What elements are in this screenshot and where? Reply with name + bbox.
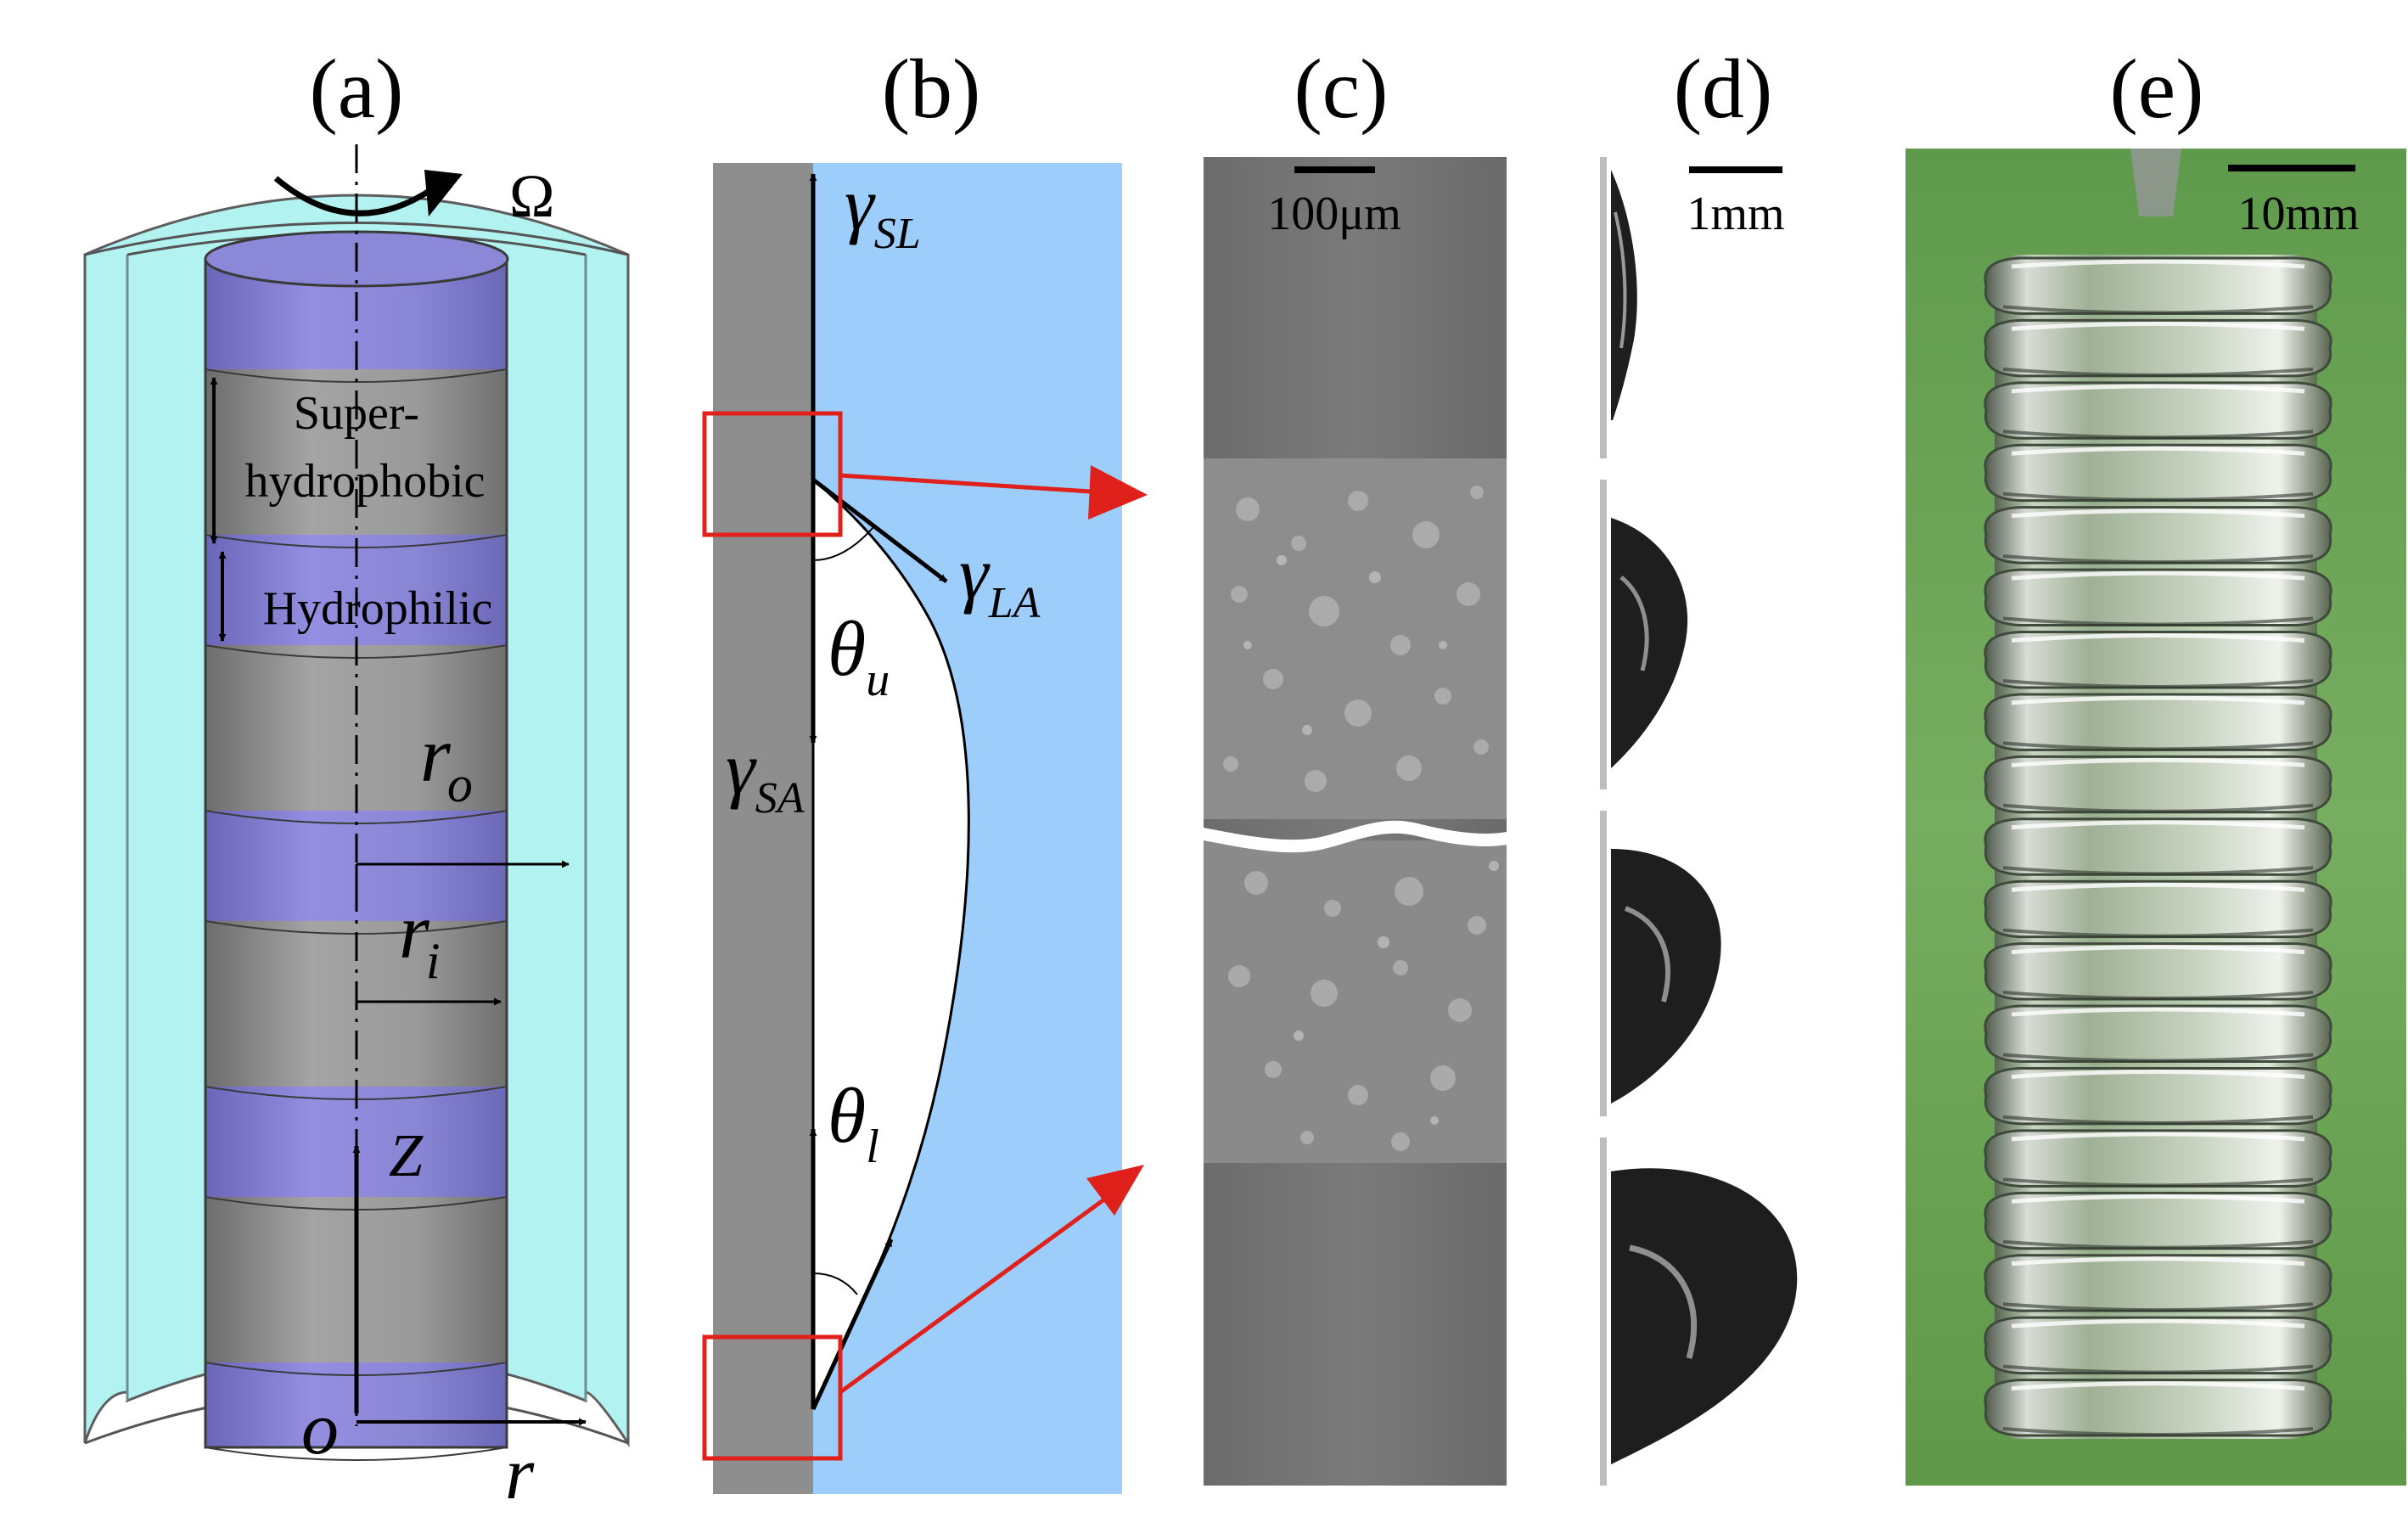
droplet-ridge (1984, 1191, 2332, 1250)
droplet-ridge (1984, 1004, 2332, 1063)
panel-d: 1mm (1600, 157, 1816, 1486)
rod-top (2130, 149, 2181, 216)
droplet-ridge (1984, 256, 2332, 315)
theta-l-symbol: θ (828, 1072, 866, 1159)
theta-l-arc (812, 1272, 858, 1295)
highlight-arrow-lower-head (1086, 1165, 1144, 1216)
theta-u-subscript: u (866, 654, 890, 706)
droplet-stack (1984, 255, 2332, 1439)
droplet-ridge (1984, 817, 2332, 876)
r-outer-label: ro (420, 711, 473, 812)
r-axis-label: r (505, 1433, 535, 1515)
droplet-ridge (1984, 879, 2332, 939)
r-outer-subscript: o (447, 756, 473, 812)
droplet-4 (1611, 1168, 1798, 1464)
droplet-ridge (1984, 1254, 2332, 1312)
droplet-frame-2 (1600, 480, 1816, 789)
panel-label-e: (e) (2110, 42, 2204, 136)
theta-u-arc (812, 525, 875, 561)
droplet-ridge (1984, 506, 2332, 565)
sem-image (1204, 157, 1507, 1486)
panel-b: γSL γSA γLA θu θl (702, 163, 1148, 1494)
droplet-ridge (1984, 568, 2332, 627)
panel-c: 100μm (1204, 157, 1507, 1486)
droplet-ridge (1984, 1066, 2332, 1126)
panel-e: 10mm (1906, 149, 2406, 1486)
panel-label-a: (a) (310, 42, 404, 136)
solid-wall (713, 163, 813, 1494)
scalebar-c-label: 100μm (1267, 188, 1401, 240)
droplet-ridge (1984, 318, 2332, 378)
scalebar-d-label: 1mm (1687, 188, 1784, 240)
gamma-la-subscript: LA (988, 579, 1041, 627)
panel-label-b: (b) (882, 42, 981, 136)
rotation-arrow-head (424, 170, 463, 216)
theta-u-label: θu (828, 605, 890, 706)
panel-label-c: (c) (1294, 42, 1389, 136)
highlight-box-upper (702, 411, 843, 537)
superhydrophobic-label-1: Super- (294, 387, 419, 440)
omega-label: Ω (509, 162, 555, 230)
panel-a: Ω Super- hydrophobic Hydrophilic ro ri Z… (83, 144, 630, 1515)
droplet-ridge (1984, 755, 2332, 814)
theta-l-label: θl (828, 1072, 879, 1173)
gamma-sa-subscript: SA (755, 774, 805, 823)
sem-break-line (1204, 820, 1507, 853)
theta-l-subscript: l (866, 1121, 879, 1173)
gamma-la-label: γLA (959, 533, 1041, 627)
panel-label-d: (d) (1674, 42, 1773, 136)
droplet-2 (1611, 518, 1688, 768)
highlight-arrow-lower (839, 1194, 1109, 1395)
highlight-arrow-upper-head (1088, 465, 1148, 520)
origin-label: o (301, 1388, 339, 1470)
droplet-frame-4 (1600, 1138, 1816, 1486)
gamma-lower-diag-arrow (811, 1238, 894, 1411)
gamma-sl-symbol: γ (845, 164, 876, 246)
r-outer-symbol: r (420, 711, 452, 798)
droplet-ridge (1984, 631, 2332, 689)
r-inner-label: ri (399, 888, 440, 989)
z-axis-label: Z (389, 1121, 424, 1189)
sem-rough-band (1204, 458, 1507, 1163)
gamma-sl-subscript: SL (874, 210, 921, 258)
superhydrophobic-label-2: hydrophobic (244, 455, 485, 508)
droplet-ridge (1984, 942, 2332, 1001)
cyl-seg-superhydrophobic-2 (205, 645, 507, 811)
rotation-arrow (273, 176, 444, 216)
scalebar-e-label: 10mm (2237, 188, 2359, 240)
droplet-frame-1 (1600, 157, 1816, 458)
gamma-sa-label: γSA (726, 728, 805, 823)
gamma-la-arrow (811, 478, 948, 583)
droplet-ridge (1984, 443, 2332, 503)
droplet-ridge (1984, 693, 2332, 751)
r-inner-subscript: i (426, 933, 441, 989)
gamma-sa-symbol: γ (726, 728, 757, 811)
gamma-sl-label: γSL (845, 164, 921, 258)
droplet-ridge (1984, 1379, 2332, 1437)
highlight-box-lower (702, 1334, 843, 1461)
droplet-ridge (1984, 1129, 2332, 1188)
r-inner-symbol: r (399, 888, 430, 975)
theta-u-symbol: θ (828, 605, 866, 692)
hydrophilic-label: Hydrophilic (263, 582, 493, 635)
highlight-arrow-upper (839, 473, 1104, 495)
droplet-ridge (1984, 1316, 2332, 1375)
droplet-ridge (1984, 381, 2332, 440)
gamma-la-symbol: γ (959, 533, 991, 615)
panel-labels: (a) (b) (c) (d) (e) (310, 42, 2204, 136)
droplet-frame-3 (1600, 811, 1816, 1116)
